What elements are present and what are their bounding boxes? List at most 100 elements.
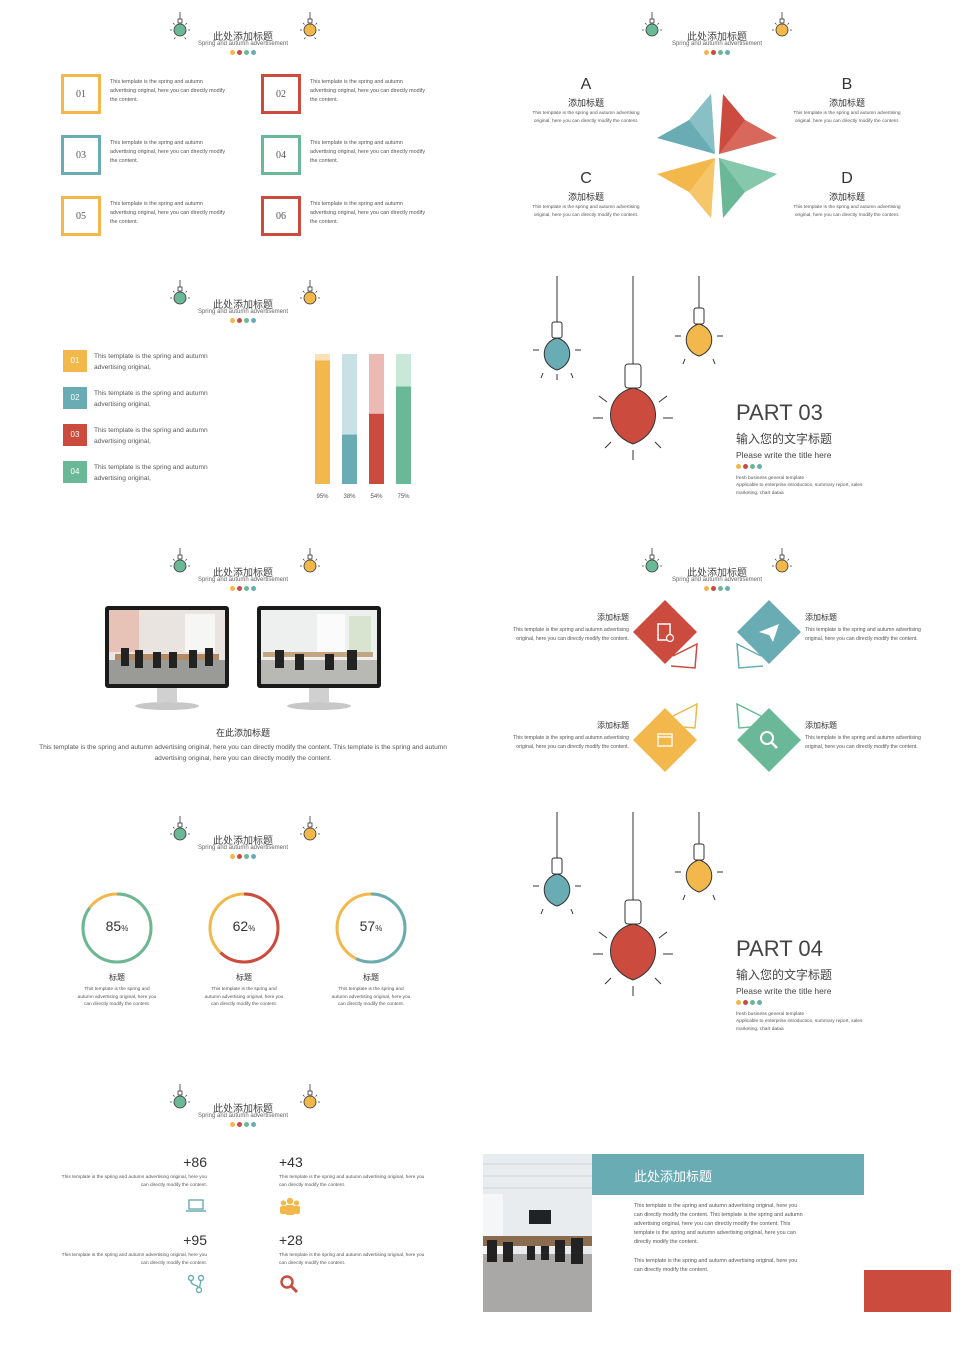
- header-subtitle: Spring and autumn advertisement: [197, 1113, 289, 1119]
- number-box-05: 05: [61, 196, 101, 236]
- slide-progress-rings: 此处添加标题 Spring and autumn advertisement 8…: [5, 808, 481, 1070]
- ring-text-2: This template is the spring and autumn a…: [204, 987, 284, 1008]
- header-subtitle: Spring and autumn advertisement: [197, 41, 289, 47]
- monitors-text: This template is the spring and autumn a…: [39, 744, 447, 762]
- branch-icon: [187, 1274, 205, 1294]
- stat-text-1: This template is the spring and autumn a…: [61, 1175, 207, 1188]
- item-text-01: This template is the spring and autumn a…: [110, 79, 226, 103]
- diamond-title-4: 添加标题: [805, 721, 837, 730]
- yellow-bulb-icon: [772, 12, 792, 37]
- item-text-06: This template is the spring and autumn a…: [310, 201, 426, 225]
- header-title: 此处添加标题: [213, 836, 273, 847]
- number-box-06: 06: [261, 196, 301, 236]
- slide-bar-chart: 此处添加标题 Spring and autumn advertisement 0…: [5, 272, 481, 534]
- list-text-02: This template is the spring and autumn a…: [94, 390, 208, 408]
- yellow-bulb-icon: [300, 816, 320, 841]
- stat-number-4: +28: [279, 1232, 303, 1248]
- list-text-03: This template is the spring and autumn a…: [94, 427, 208, 445]
- yellow-bulb-icon: [300, 548, 320, 573]
- header-subtitle: Spring and autumn advertisement: [197, 309, 289, 315]
- yellow-bulb-icon: [772, 548, 792, 573]
- item-text-c: This template is the spring and autumn a…: [532, 205, 640, 218]
- ring-progress-arc: [208, 892, 280, 964]
- slide-header: 此处添加标题 Spring and autumn advertisement: [5, 280, 481, 330]
- item-letter-b: B: [841, 76, 853, 93]
- item-text-04: This template is the spring and autumn a…: [310, 140, 426, 164]
- bar-4: [396, 386, 411, 484]
- slide-room-photo: 此处添加标题 This template is the spring and a…: [479, 1076, 955, 1338]
- part-line-2: Applicable to enterprise introduction, s…: [736, 483, 863, 496]
- slide-abcd-star: 此处添加标题 Spring and autumn advertisement A…: [479, 4, 955, 266]
- slide-header: 此处添加标题 Spring and autumn advertisement: [5, 12, 481, 62]
- number-box-01: 01: [61, 74, 101, 114]
- clipboard-diamond-icon: [633, 600, 698, 669]
- color-dots: [5, 1122, 481, 1127]
- diamond-title-1: 添加标题: [597, 613, 629, 622]
- paper-plane-diamond-icon: [736, 600, 801, 669]
- item-title-c: 添加标题: [567, 192, 604, 202]
- item-letter-a: A: [580, 76, 592, 93]
- stat-number-3: +95: [183, 1232, 207, 1248]
- monitor-left-image: [105, 606, 229, 710]
- room-text-2: This template is the spring and autumn a…: [634, 1258, 798, 1273]
- slide-part-04: PART 04 输入您的文字标题 Please write the title …: [479, 808, 955, 1070]
- part-title: 输入您的文字标题: [736, 432, 833, 446]
- ring-title-2: 标题: [236, 973, 252, 982]
- header-subtitle: Spring and autumn advertisement: [197, 577, 289, 583]
- diamond-text-3: This template is the spring and autumn a…: [513, 735, 629, 750]
- item-title-d: 添加标题: [828, 192, 865, 202]
- part-line-1: fresh business general template: [736, 1012, 804, 1017]
- progress-ring-2: [208, 892, 280, 964]
- list-text-01: This template is the spring and autumn a…: [94, 353, 208, 371]
- slide-header: 此处添加标题 Spring and autumn advertisement: [5, 816, 481, 866]
- diamond-text-4: This template is the spring and autumn a…: [805, 735, 921, 750]
- ring-title-3: 标题: [363, 973, 379, 982]
- item-text-b: This template is the spring and autumn a…: [793, 111, 901, 124]
- stat-text-4: This template is the spring and autumn a…: [279, 1253, 425, 1266]
- part-title: 输入您的文字标题: [736, 968, 833, 982]
- green-bulb-icon: [642, 12, 662, 37]
- color-dots: [479, 50, 955, 55]
- progress-ring-1: [81, 892, 153, 964]
- ring-title-1: 标题: [109, 973, 125, 982]
- green-bulb-icon: [642, 548, 662, 573]
- yellow-bulb-icon: [300, 1084, 320, 1109]
- ring-text-3: This template is the spring and autumn a…: [331, 987, 411, 1008]
- yellow-bulb-icon: [300, 280, 320, 305]
- slide-numbered-boxes: 此处添加标题 Spring and autumn advertisement 0…: [5, 4, 481, 266]
- green-bulb-icon: [170, 1084, 190, 1109]
- header-title: 此处添加标题: [687, 32, 747, 43]
- bar-label-1: 95%: [316, 494, 329, 500]
- bar-3: [369, 413, 384, 484]
- slide-part-03: PART 03 输入您的文字标题 Please write the title …: [479, 272, 955, 534]
- part-number: PART 03: [736, 400, 823, 425]
- list-text-04: This template is the spring and autumn a…: [94, 464, 208, 482]
- bar-label-3: 54%: [370, 494, 383, 500]
- search-diamond-icon: [736, 702, 801, 772]
- slide-stats: 此处添加标题 Spring and autumn advertisement +…: [5, 1076, 481, 1338]
- slide-header: 此处添加标题 Spring and autumn advertisement: [5, 548, 481, 598]
- number-box-02: 02: [261, 74, 301, 114]
- bar-1: [315, 360, 330, 484]
- slide-header: 此处添加标题 Spring and autumn advertisement: [5, 1084, 481, 1134]
- num-badge-01: 01: [63, 350, 87, 372]
- header-subtitle: Spring and autumn advertisement: [197, 845, 289, 851]
- red-accent-block: [864, 1270, 951, 1312]
- number-box-04: 04: [261, 135, 301, 175]
- header-title: 此处添加标题: [213, 1104, 273, 1115]
- hanging-bulbs-graphic: [533, 812, 723, 996]
- ring-value-2: 62%: [232, 918, 256, 934]
- stat-text-2: This template is the spring and autumn a…: [279, 1175, 425, 1188]
- item-title-a: 添加标题: [567, 98, 604, 108]
- header-title: 此处添加标题: [213, 32, 273, 43]
- room-title: 此处添加标题: [634, 1169, 713, 1184]
- slide-header: 此处添加标题 Spring and autumn advertisement: [479, 12, 955, 62]
- ring-progress-arc: [335, 892, 407, 964]
- item-text-05: This template is the spring and autumn a…: [110, 201, 226, 225]
- num-badge-04: 04: [63, 461, 87, 483]
- item-text-02: This template is the spring and autumn a…: [310, 79, 426, 103]
- header-title: 此处添加标题: [687, 568, 747, 579]
- color-dots: [5, 854, 481, 859]
- yellow-bulb-icon: [300, 12, 320, 40]
- slide-monitors: 此处添加标题 Spring and autumn advertisement 在…: [5, 540, 481, 802]
